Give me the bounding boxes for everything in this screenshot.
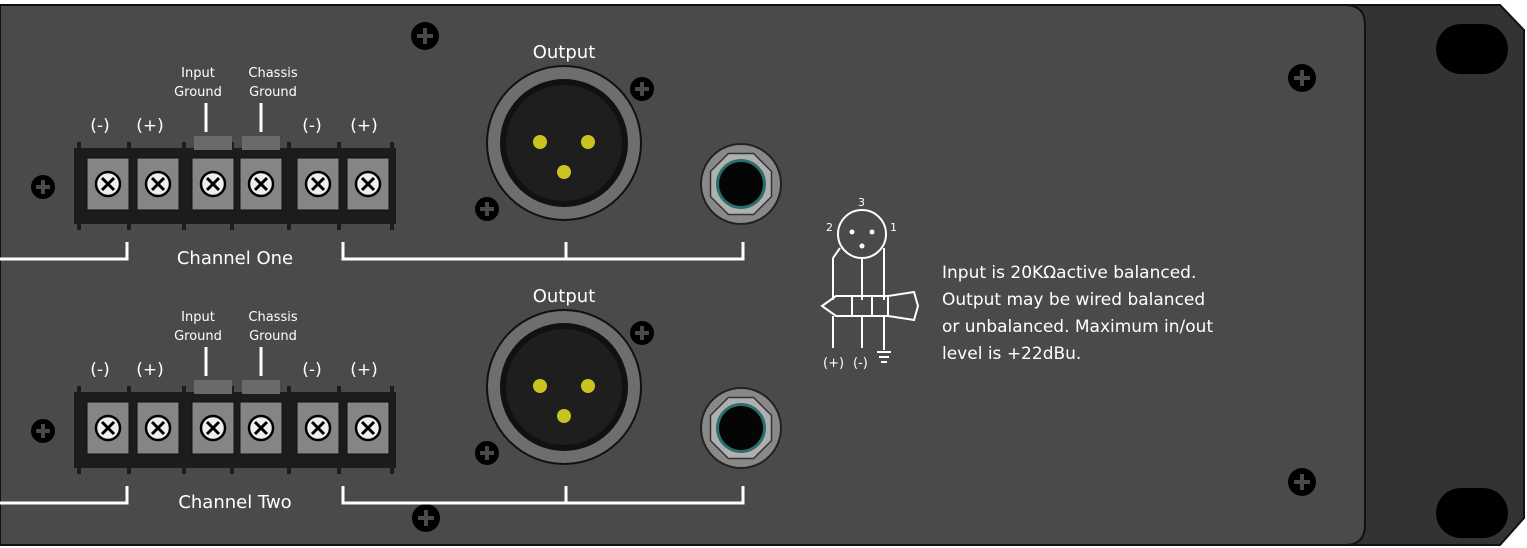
terminal-polarity-label: (+) xyxy=(350,360,378,380)
output-bracket xyxy=(341,486,745,505)
screw-icon xyxy=(412,504,440,532)
screw-terminal xyxy=(136,157,180,211)
screw-icon xyxy=(475,197,499,221)
trs-wiring-diagram xyxy=(820,209,920,363)
input-ground-label: Input xyxy=(181,66,215,81)
xlr-output-connector xyxy=(486,309,642,465)
input-bracket xyxy=(0,242,129,261)
screw-terminal xyxy=(191,380,235,455)
screw-terminal xyxy=(296,157,340,211)
screw-icon xyxy=(630,77,654,101)
xlr-pin xyxy=(533,135,547,149)
screw-terminal xyxy=(239,136,283,211)
screw-icon xyxy=(1288,64,1316,92)
info-line-3: or unbalanced. Maximum in/out xyxy=(942,317,1213,337)
chassis-ground-label: Ground xyxy=(249,329,297,344)
info-line-4: level is +22dBu. xyxy=(942,344,1081,364)
terminal-polarity-label: (+) xyxy=(136,360,164,380)
screw-terminal xyxy=(136,401,180,455)
screw-terminal xyxy=(346,157,390,211)
xlr-pin xyxy=(581,379,595,393)
pin-3-label: 3 xyxy=(858,196,865,209)
terminal-polarity-label: (-) xyxy=(302,116,321,136)
terminal-polarity-label: (-) xyxy=(90,116,109,136)
channel-name: Channel Two xyxy=(178,492,291,513)
terminal-polarity-label: (-) xyxy=(302,360,321,380)
rack-ear xyxy=(1339,4,1525,546)
screw-icon xyxy=(31,419,55,443)
chassis-ground-label: Chassis xyxy=(248,310,297,325)
input-bracket xyxy=(0,486,129,505)
screw-icon xyxy=(630,321,654,345)
xlr-pin xyxy=(533,379,547,393)
screw-icon xyxy=(475,441,499,465)
tip-polarity-label: (+) xyxy=(823,356,844,371)
trs-output-jack xyxy=(700,143,782,225)
screw-terminal xyxy=(239,380,283,455)
terminal-polarity-label: (+) xyxy=(136,116,164,136)
pin-1-label: 1 xyxy=(890,221,897,234)
terminal-polarity-label: (+) xyxy=(350,116,378,136)
screw-icon xyxy=(31,175,55,199)
info-line-1: Input is 20KΩactive balanced. xyxy=(942,263,1196,283)
ring-polarity-label: (-) xyxy=(853,356,868,371)
screw-terminal xyxy=(346,401,390,455)
xlr-pin xyxy=(557,409,571,423)
xlr-output-connector xyxy=(486,65,642,221)
screw-icon xyxy=(411,22,439,50)
rack-ear-slot-bottom xyxy=(1436,488,1508,538)
input-ground-label: Ground xyxy=(174,85,222,100)
screw-terminal xyxy=(296,401,340,455)
input-ground-label: Input xyxy=(181,310,215,325)
pin-2-label: 2 xyxy=(826,221,833,234)
output-bracket xyxy=(341,242,745,261)
output-label: Output xyxy=(533,286,596,307)
xlr-pin xyxy=(581,135,595,149)
chassis-ground-label: Chassis xyxy=(248,66,297,81)
trs-output-jack xyxy=(700,387,782,469)
rack-ear-slot-top xyxy=(1436,24,1508,74)
channel-name: Channel One xyxy=(177,248,293,269)
screw-terminal xyxy=(86,157,130,211)
input-ground-label: Ground xyxy=(174,329,222,344)
screw-terminal xyxy=(86,401,130,455)
info-line-2: Output may be wired balanced xyxy=(942,290,1205,310)
xlr-pin xyxy=(557,165,571,179)
screw-icon xyxy=(1288,468,1316,496)
output-label: Output xyxy=(533,42,596,63)
terminal-polarity-label: (-) xyxy=(90,360,109,380)
screw-terminal xyxy=(191,136,235,211)
chassis-ground-label: Ground xyxy=(249,85,297,100)
